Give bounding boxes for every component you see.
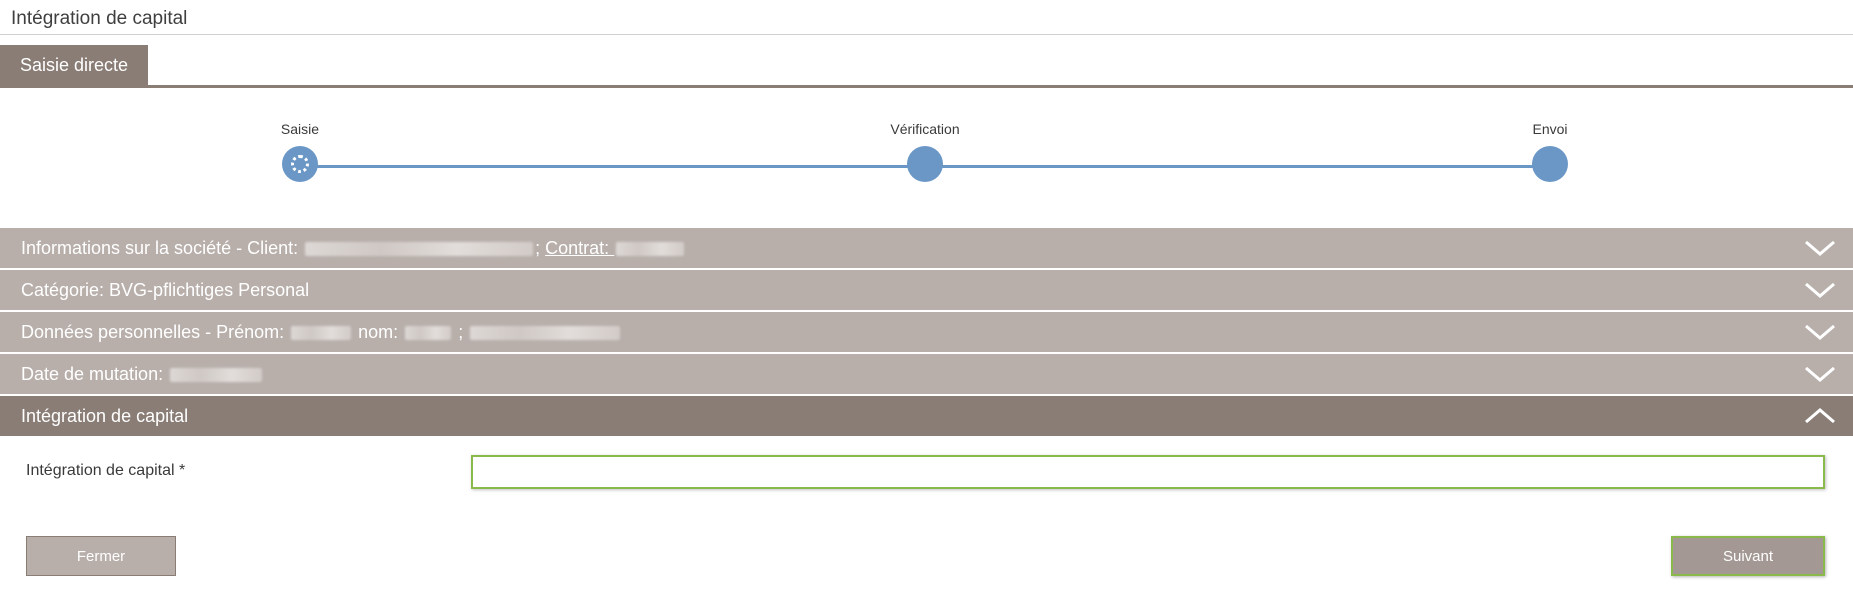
section-label: Catégorie: BVG-pflichtiges Personal bbox=[21, 279, 310, 300]
section-label: Données personnelles - Prénom: bbox=[21, 321, 290, 342]
capital-field-label: Intégration de capital * bbox=[26, 462, 186, 479]
redacted-date bbox=[170, 367, 263, 382]
step-label: Vérification bbox=[890, 121, 960, 137]
capital-input[interactable] bbox=[471, 455, 1825, 489]
accordion-capital-integration[interactable]: Intégration de capital bbox=[0, 396, 1853, 436]
page-title: Intégration de capital bbox=[11, 8, 188, 29]
close-button[interactable]: Fermer bbox=[26, 536, 176, 576]
section-label: Date de mutation: bbox=[21, 363, 169, 384]
section-label: Informations sur la société - Client: bbox=[21, 237, 304, 258]
accordion-personal-data[interactable]: Données personnelles - Prénom: nom: ; bbox=[0, 312, 1853, 352]
step-dot bbox=[1532, 146, 1568, 182]
step-saisie: Saisie bbox=[240, 120, 360, 182]
progress-stepper: Saisie Vérification Envoi bbox=[0, 120, 1853, 200]
step-verification: Vérification bbox=[865, 120, 985, 182]
accordion-mutation-date[interactable]: Date de mutation: bbox=[0, 354, 1853, 394]
chevron-down-icon[interactable] bbox=[1803, 236, 1837, 260]
step-label: Envoi bbox=[1532, 121, 1568, 137]
next-button[interactable]: Suivant bbox=[1671, 536, 1825, 576]
chevron-down-icon[interactable] bbox=[1803, 362, 1837, 386]
step-label: Saisie bbox=[280, 121, 320, 137]
redacted-contract bbox=[616, 241, 685, 256]
redacted-client bbox=[305, 241, 534, 256]
accordion-category[interactable]: Catégorie: BVG-pflichtiges Personal bbox=[0, 270, 1853, 310]
redacted-name bbox=[405, 325, 452, 340]
step-envoi: Envoi bbox=[1490, 120, 1610, 182]
tab-saisie-directe[interactable]: Saisie directe bbox=[0, 45, 148, 85]
title-divider bbox=[0, 34, 1853, 35]
chevron-up-icon[interactable] bbox=[1803, 404, 1837, 428]
separator: ; bbox=[453, 321, 469, 342]
nom-label: nom: bbox=[353, 321, 404, 342]
tab-underline bbox=[0, 85, 1853, 88]
redacted-firstname bbox=[291, 325, 352, 340]
step-dot bbox=[907, 146, 943, 182]
section-label: Intégration de capital bbox=[21, 405, 189, 426]
redacted-ssn bbox=[470, 325, 621, 340]
chevron-down-icon[interactable] bbox=[1803, 320, 1837, 344]
spinner-icon bbox=[291, 155, 309, 173]
chevron-down-icon[interactable] bbox=[1803, 278, 1837, 302]
contract-link[interactable]: Contrat: bbox=[545, 237, 615, 258]
accordion-company-info[interactable]: Informations sur la société - Client: ; … bbox=[0, 228, 1853, 268]
step-dot-active bbox=[282, 146, 318, 182]
